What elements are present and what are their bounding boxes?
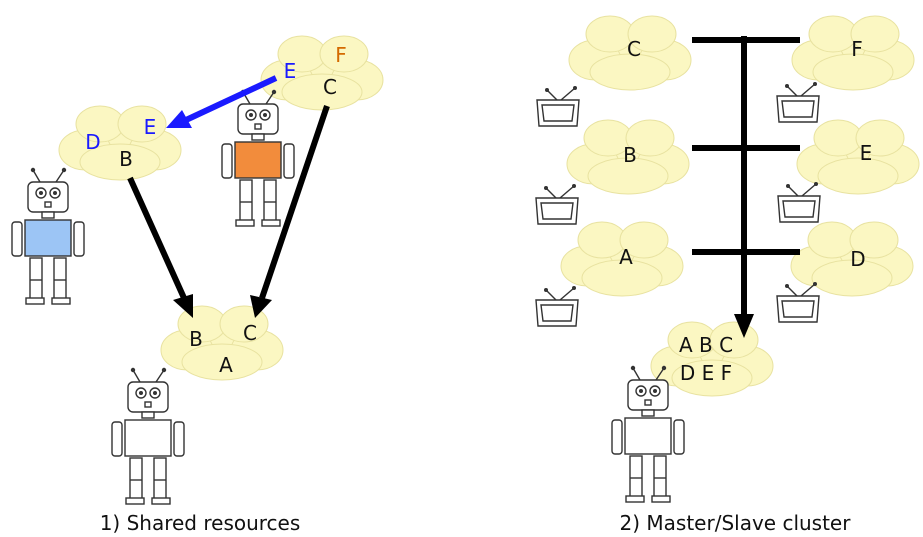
node-label-e: E (860, 141, 873, 165)
panel-master-slave: C F B E A D A B C D E F 2) Master/Slave … (535, 15, 920, 535)
node-label-b: B (623, 143, 637, 167)
label-right-e: E (284, 59, 297, 83)
bus-connectors (692, 36, 800, 338)
panel-shared-resources: D E B E F C B C A 1) Shared resources (11, 35, 384, 535)
label-right-c: C (323, 75, 337, 99)
label-right-f: F (335, 43, 347, 67)
cloud-top-right (260, 35, 384, 111)
tv-node-f-icon (776, 81, 820, 123)
robot-master-body (624, 417, 672, 455)
robot-left (11, 167, 85, 305)
robot-master (611, 365, 685, 503)
caption-shared-resources: 1) Shared resources (100, 511, 301, 535)
tv-node-e-icon (777, 181, 821, 223)
node-label-d: D (850, 247, 865, 271)
arrow-e-to-left-cloud (166, 75, 278, 128)
robot-bottom (111, 367, 185, 505)
robot-center (221, 89, 295, 227)
tv-node-d-icon (776, 281, 820, 323)
robot-left-body (24, 219, 72, 257)
node-label-c: C (627, 37, 641, 61)
label-left-d: D (85, 130, 100, 154)
label-bottom-a: A (219, 353, 233, 377)
arrow-b-to-bottom (127, 176, 193, 318)
node-label-a: A (619, 245, 633, 269)
arrow-c-to-bottom (250, 105, 330, 318)
robot-bottom-body (124, 419, 172, 457)
master-label-row1: A B C (679, 333, 733, 357)
label-bottom-b: B (189, 327, 203, 351)
label-bottom-c: C (243, 321, 257, 345)
node-label-f: F (851, 37, 863, 61)
robot-center-body (234, 141, 282, 179)
tv-node-c-icon (536, 85, 580, 127)
label-left-e: E (144, 115, 157, 139)
tv-node-a-icon (535, 285, 579, 327)
caption-master-slave: 2) Master/Slave cluster (620, 511, 852, 535)
tv-node-b-icon (535, 183, 579, 225)
label-left-b: B (119, 147, 133, 171)
master-label-row2: D E F (680, 361, 732, 385)
